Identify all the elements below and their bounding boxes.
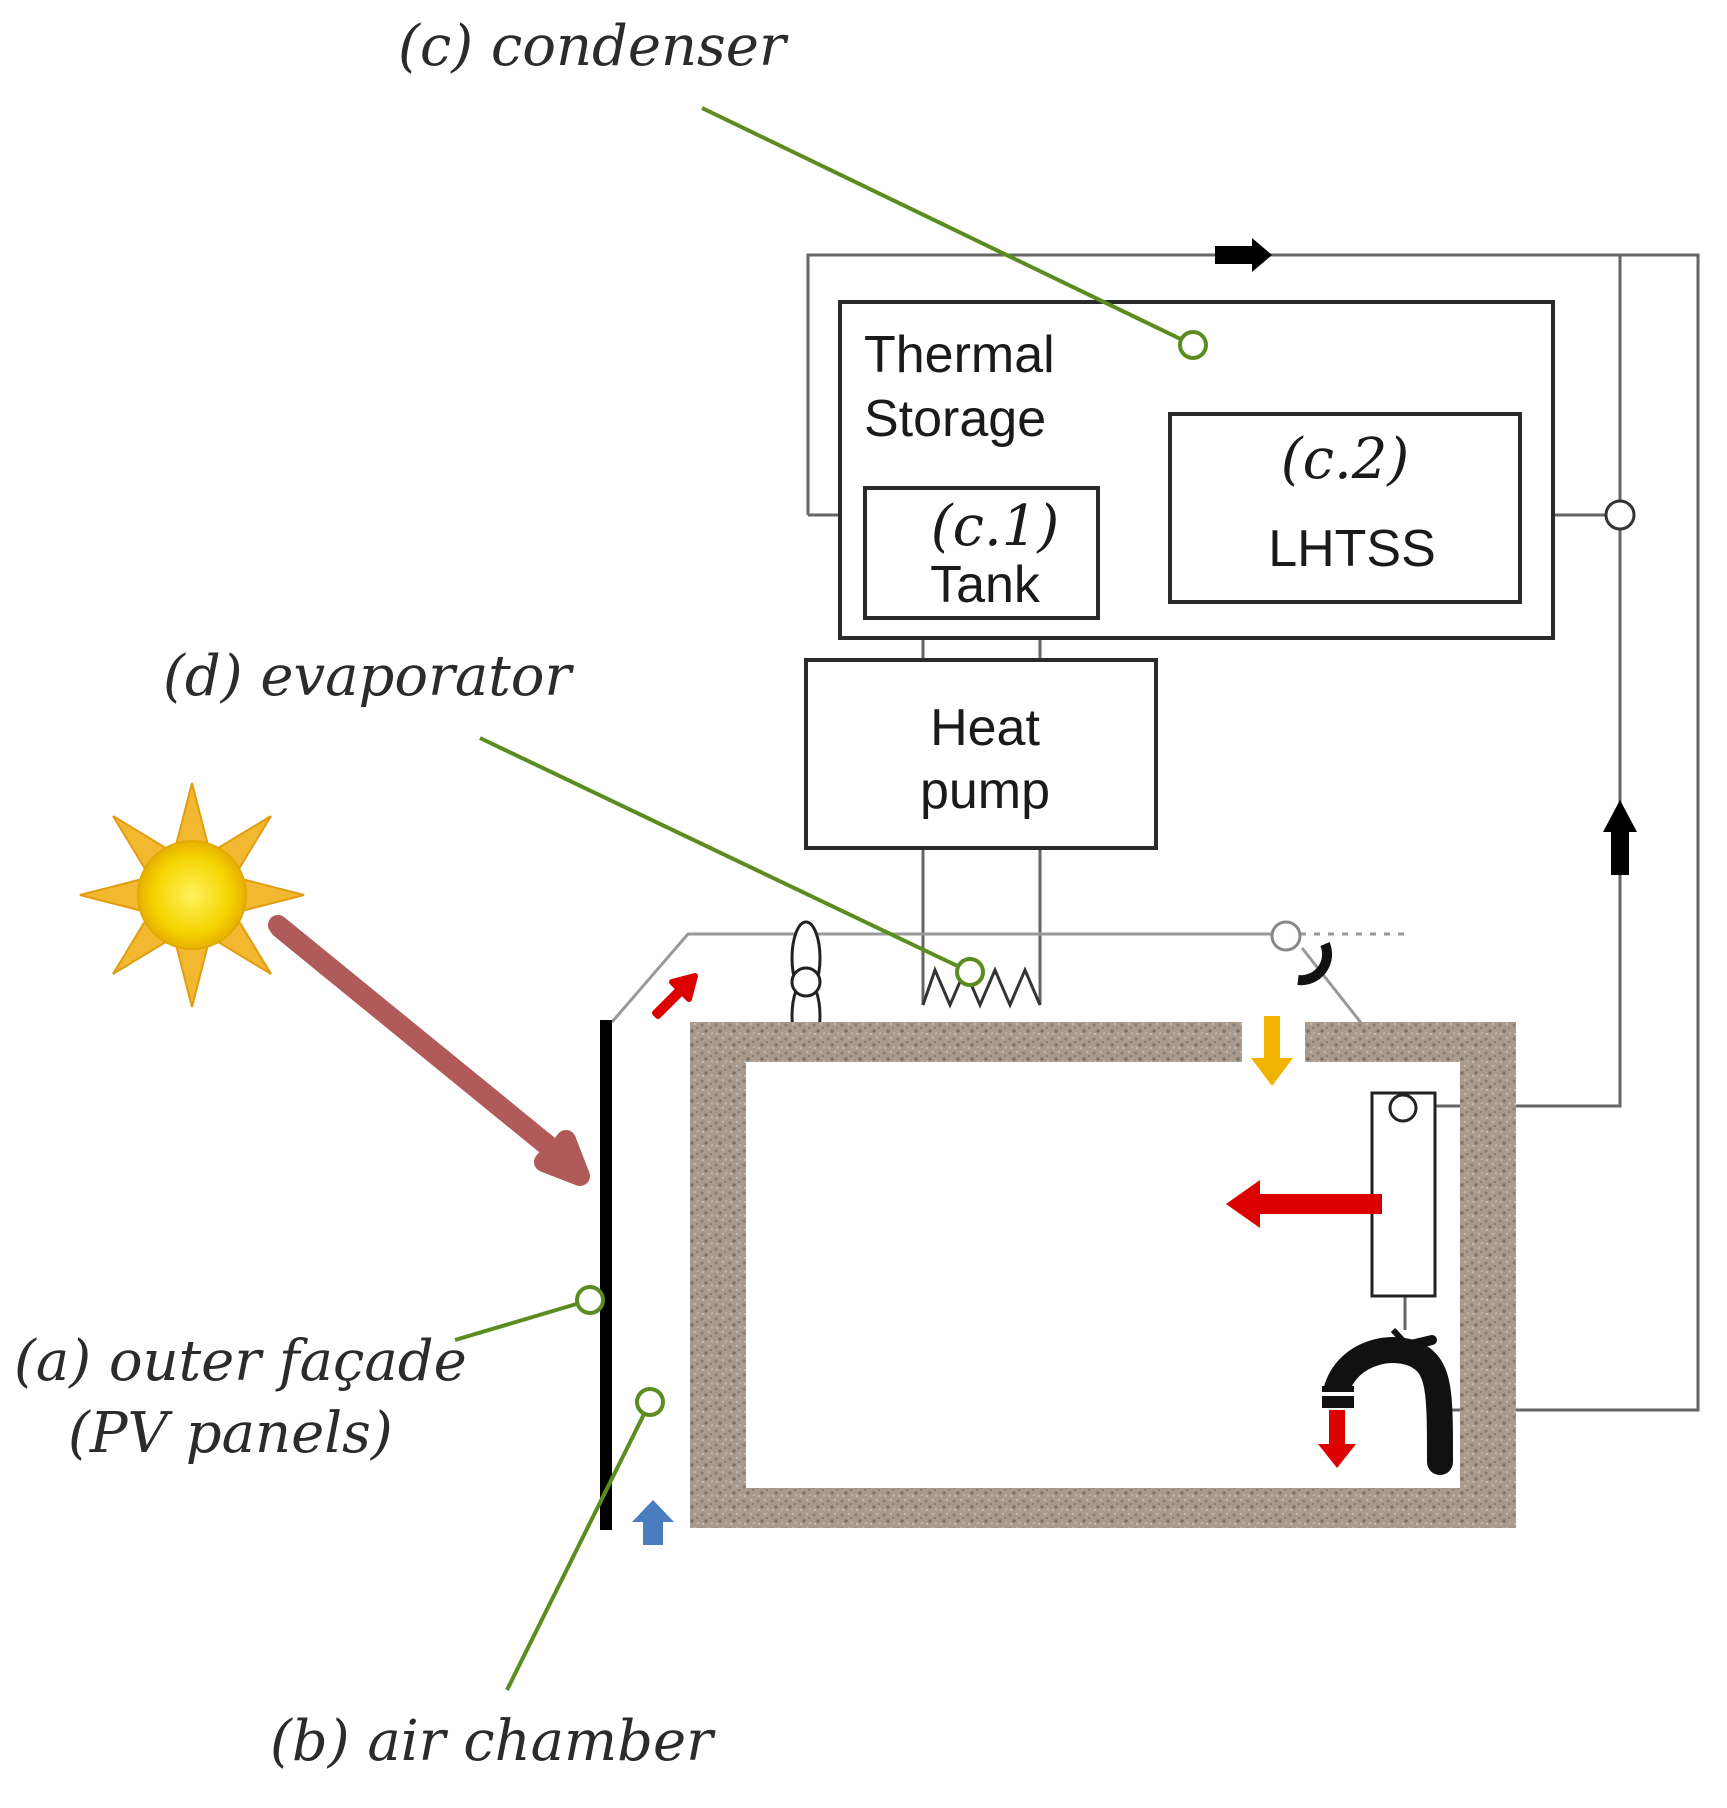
heat-pump-label-line2: pump <box>920 762 1050 820</box>
cool-air-in-arrow <box>632 1500 674 1545</box>
faucet-icon <box>1320 1327 1453 1475</box>
air-chamber-marker <box>635 1387 665 1417</box>
condenser-callout: (c) condenser <box>398 14 789 79</box>
thermal-storage-label-line2: Storage <box>864 390 1046 448</box>
condenser-marker <box>1178 330 1208 360</box>
pipe-network <box>610 253 1700 1412</box>
evaporator-callout: (d) evaporator <box>163 644 574 709</box>
heat-pump-label-line1: Heat <box>930 699 1040 757</box>
pipe-junction <box>1604 499 1636 531</box>
warm-air-out-arrow <box>652 973 698 1019</box>
air-chamber-callout: (b) air chamber <box>270 1709 716 1774</box>
tank-id: (c.1) <box>931 494 1060 559</box>
facade-marker <box>575 1285 605 1315</box>
pv-panel-facade <box>600 1020 612 1530</box>
supply-air-in-arrow <box>1251 1016 1293 1086</box>
facade-callout-line1: (a) outer façade <box>14 1329 467 1394</box>
evaporator-marker <box>955 957 985 987</box>
tank-label: Tank <box>930 556 1041 614</box>
facade-callout-line2: (PV panels) <box>68 1401 393 1466</box>
hot-water-out-arrow <box>1318 1410 1356 1468</box>
lhtss-label: LHTSS <box>1268 520 1436 578</box>
lhtss-id: (c.2) <box>1281 427 1410 492</box>
flow-arrow-right <box>1215 238 1272 272</box>
air-water-flow-arrows <box>632 973 1382 1545</box>
heat-emission-arrow <box>1226 1180 1382 1228</box>
sun-icon <box>79 782 305 1008</box>
radiator-icon <box>1370 1091 1437 1298</box>
flow-arrow-up <box>1603 800 1637 875</box>
evaporator-coil <box>921 965 1042 1009</box>
callout-leaders <box>454 106 1208 1691</box>
valve-icon <box>1270 920 1332 986</box>
heat-pump: Heat pump <box>804 658 1158 850</box>
thermal-storage-label-line1: Thermal <box>864 326 1055 384</box>
solar-radiation-arrow <box>268 915 590 1186</box>
flow-arrows <box>1215 238 1637 875</box>
